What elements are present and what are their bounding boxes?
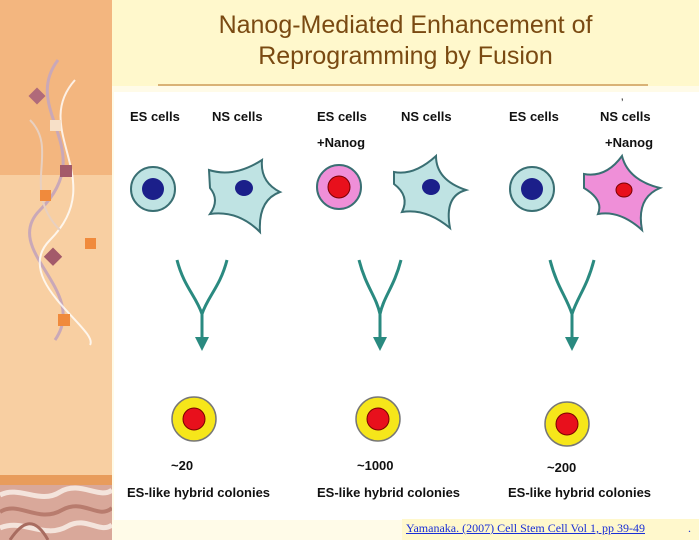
col3-hybrid-colony: [544, 401, 590, 447]
col3-colony-count: ~200: [547, 460, 576, 475]
col2-ns-cell: [393, 153, 470, 231]
col3-ns-nucleus: [615, 182, 633, 198]
col2-hybrid-colony: [355, 396, 401, 442]
citation-box: Yamanaka. (2007) Cell Stem Cell Vol 1, p…: [402, 519, 699, 540]
col1-left-cell-label: ES cells: [130, 109, 180, 124]
col3-right-cell-label: NS cells: [600, 109, 651, 124]
fusion-diagram: ES cells NS cells ~20 ES-like hybrid col…: [127, 97, 664, 500]
sidebar-decoration: [0, 0, 112, 540]
col3-left-cell-label: ES cells: [509, 109, 559, 124]
col2-result-label: ES-like hybrid colonies: [317, 485, 460, 500]
col1-es-cell: [130, 166, 176, 212]
col1-colony-count: ~20: [171, 458, 193, 473]
col2-left-cell-label: ES cells: [317, 109, 367, 124]
citation-link[interactable]: Yamanaka. (2007) Cell Stem Cell Vol 1, p…: [406, 521, 645, 535]
title-underline: [158, 84, 648, 86]
sidebar-middle-band: [0, 175, 112, 475]
stray-mark: ’: [621, 97, 623, 109]
col3-result-label: ES-like hybrid colonies: [508, 485, 651, 500]
col1-result-label: ES-like hybrid colonies: [127, 485, 270, 500]
col3-es-cell: [509, 166, 555, 212]
marble-texture-icon: [0, 485, 112, 540]
col2-es-nanog-cell: [316, 164, 362, 210]
col2-es-nucleus: [327, 175, 351, 199]
col3-right-cell-sublabel: +Nanog: [605, 135, 653, 150]
col1-fusion-arrow-icon: [175, 259, 229, 319]
col1-ns-nucleus: [235, 180, 253, 196]
diagram-panel: ES cells NS cells ~20 ES-like hybrid col…: [114, 92, 699, 520]
col2-right-cell-label: NS cells: [401, 109, 452, 124]
col1-hybrid-colony: [171, 396, 217, 442]
col1-es-nucleus: [142, 178, 164, 200]
col1-right-cell-label: NS cells: [212, 109, 263, 124]
title-background: [112, 0, 699, 86]
slide-title: Nanog-Mediated Enhancement of Reprogramm…: [112, 10, 699, 72]
sidebar-top-band: [0, 0, 112, 175]
col2-colony-count: ~1000: [357, 458, 394, 473]
col2-ns-nucleus: [422, 179, 440, 195]
slide-title-line2: Reprogramming by Fusion: [258, 42, 553, 70]
col2-hybrid-nucleus: [366, 407, 390, 431]
ribbon-decoration-icon: [28, 59, 96, 346]
sidebar-divider: [0, 475, 112, 485]
col1-hybrid-nucleus: [182, 407, 206, 431]
citation-period: .: [688, 521, 691, 535]
col3-ns-nanog-cell: [583, 153, 664, 233]
col1-ns-cell: [207, 158, 283, 235]
slide-title-line1: Nanog-Mediated Enhancement of: [218, 11, 593, 39]
col3-es-nucleus: [521, 178, 543, 200]
col2-left-cell-sublabel: +Nanog: [317, 135, 365, 150]
col3-hybrid-nucleus: [555, 412, 579, 436]
col2-fusion-arrow-icon: [357, 259, 403, 315]
col3-fusion-arrow-icon: [548, 259, 596, 319]
